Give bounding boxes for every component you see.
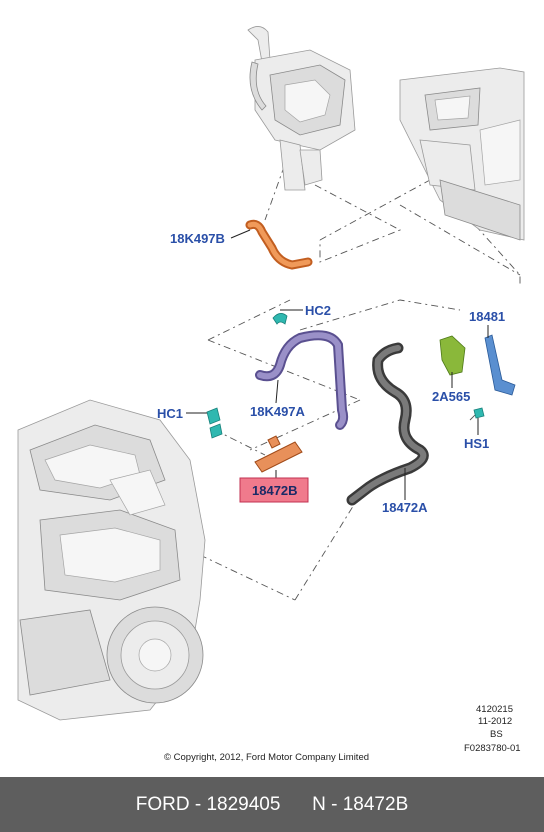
hose-18k497a-highlight xyxy=(257,332,347,428)
footer-ref: N - 18472B xyxy=(312,793,409,815)
label-hc1[interactable]: HC1 xyxy=(157,406,183,421)
meta-code3: F0283780-01 xyxy=(464,743,521,754)
highlight-box-18472b xyxy=(239,477,309,503)
assembly-dash-lines xyxy=(199,149,521,601)
engine-block xyxy=(17,399,206,721)
connector-18472b[interactable] xyxy=(254,435,303,473)
footer-brand-part: FORD - 1829405 xyxy=(135,793,281,815)
label-18k497b[interactable]: 18K497B xyxy=(170,231,225,246)
bracket-2a565[interactable] xyxy=(439,335,466,376)
meta-code2: BS xyxy=(490,729,503,740)
meta-code1: 4120215 xyxy=(476,704,513,715)
footer-bar: FORD - 1829405 N - 18472B xyxy=(0,777,544,832)
bracket-18481[interactable] xyxy=(484,334,516,396)
label-18472a[interactable]: 18472A xyxy=(382,500,428,515)
clip-hc2[interactable] xyxy=(272,313,288,325)
label-18481[interactable]: 18481 xyxy=(469,309,505,324)
screw-hs1[interactable] xyxy=(473,407,485,419)
meta-date: 11-2012 xyxy=(478,716,512,727)
hose-18k497b-highlight xyxy=(247,221,311,268)
parts-diagram: 18K497B HC2 18481 HC1 18K497A 2A565 1847… xyxy=(17,26,525,763)
right-engine-component xyxy=(399,67,525,241)
copyright-text: © Copyright, 2012, Ford Motor Company Li… xyxy=(164,752,369,763)
label-hs1[interactable]: HS1 xyxy=(464,436,489,451)
label-18k497a[interactable]: 18K497A xyxy=(250,404,306,419)
label-hc2[interactable]: HC2 xyxy=(305,303,331,318)
clip-hc1[interactable] xyxy=(206,407,223,439)
footer-spacer xyxy=(280,794,312,816)
top-engine-component xyxy=(247,26,356,191)
label-2a565[interactable]: 2A565 xyxy=(432,389,470,404)
hose-18472a-highlight xyxy=(349,345,427,503)
label-leaders xyxy=(186,229,489,500)
label-18472b[interactable]: 18472B xyxy=(252,483,298,498)
